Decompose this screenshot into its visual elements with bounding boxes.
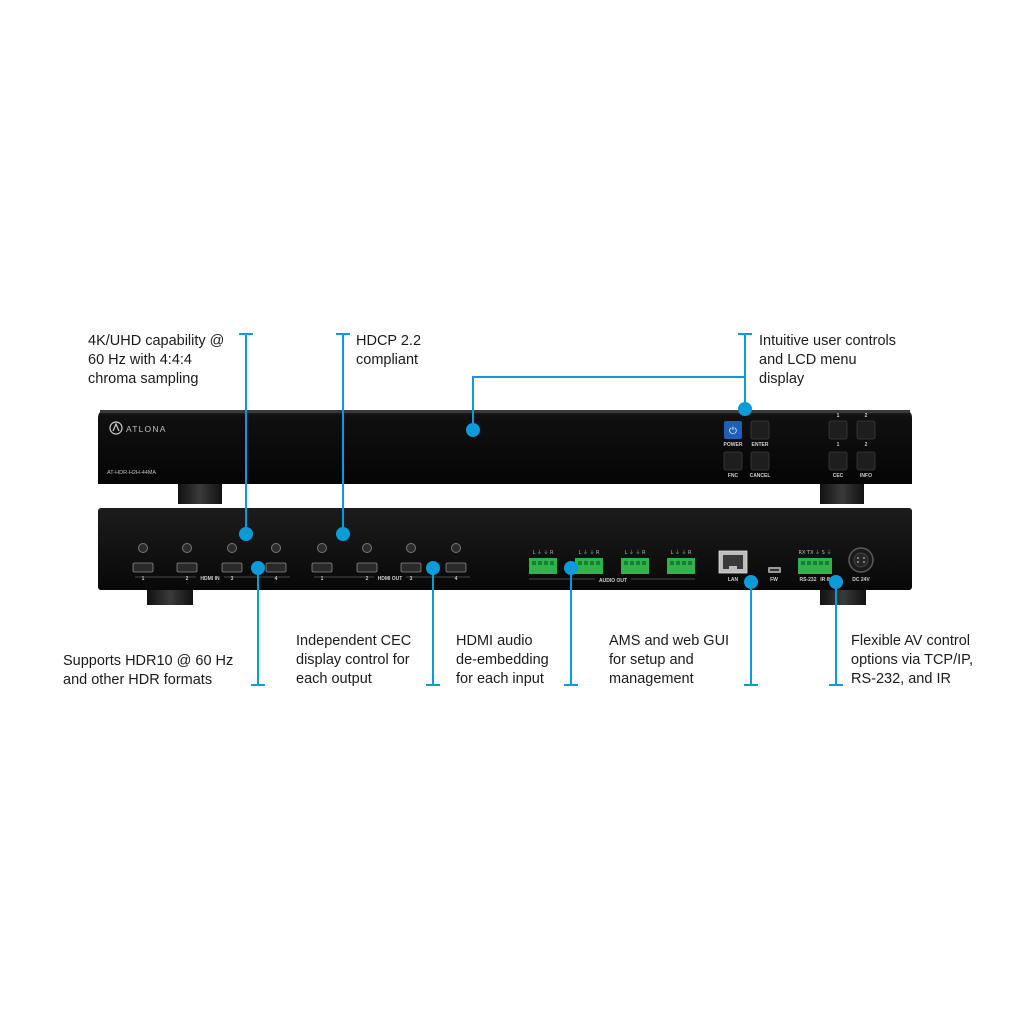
svg-text:L ⏚ ⏚ R: L ⏚ ⏚ R xyxy=(670,549,692,556)
fnc-button[interactable] xyxy=(723,451,743,471)
hdmi-in-num-2: 2 xyxy=(186,576,189,582)
svg-text:L ⏚ ⏚ R: L ⏚ ⏚ R xyxy=(624,549,646,556)
hdmi-out-3[interactable] xyxy=(400,543,422,573)
enter-button[interactable] xyxy=(750,420,770,440)
col-label-2: 2 xyxy=(865,413,868,419)
input-2-label: 2 xyxy=(865,442,868,448)
hdmi-in-label: HDMI IN xyxy=(200,576,220,582)
rear-unit: 1 2 3 4 HDMI IN xyxy=(98,508,912,605)
col-label-1: 1 xyxy=(837,413,840,419)
hdmi-out-num-4: 4 xyxy=(455,576,458,582)
front-unit: ATLONA AT-HDR-H2H-44MA ⏻ POWER ENTER FNC… xyxy=(98,410,912,504)
fnc-label: FNC xyxy=(728,473,739,479)
marker-hdcp xyxy=(336,527,350,541)
audio-out-3[interactable]: L ⏚ ⏚ R xyxy=(621,549,649,574)
hdmi-out-label: HDMI OUT xyxy=(378,576,403,582)
audio-out-4[interactable]: L ⏚ ⏚ R xyxy=(667,549,695,574)
cec-label: CEC xyxy=(833,473,844,479)
hdmi-in-3[interactable] xyxy=(221,543,243,573)
info-button[interactable] xyxy=(856,451,876,471)
enter-label: ENTER xyxy=(752,442,769,448)
hdmi-out-num-2: 2 xyxy=(366,576,369,582)
fw-port[interactable] xyxy=(768,567,781,573)
marker-cec xyxy=(426,561,440,575)
callout-4k-uhd: 4K/UHD capability @ 60 Hz with 4:4:4 chr… xyxy=(88,333,225,387)
hdmi-in-group: 1 2 3 4 HDMI IN xyxy=(132,543,290,582)
callout-user-controls: Intuitive user controls and LCD menu dis… xyxy=(759,333,897,387)
hdmi-in-num-1: 1 xyxy=(142,576,145,582)
hdmi-out-group: 1 2 3 4 HDMI OUT xyxy=(311,543,470,582)
power-button[interactable] xyxy=(724,421,742,439)
marker-ams xyxy=(744,575,758,589)
ir-in-label: IR IN xyxy=(820,577,832,583)
hdmi-in-num-3: 3 xyxy=(231,576,234,582)
front-controls: ⏻ POWER ENTER FNC CANCEL 1 2 1 2 CEC INF… xyxy=(723,413,876,479)
input-2-button[interactable] xyxy=(856,420,876,440)
hdmi-in-1[interactable] xyxy=(132,543,154,573)
info-label: INFO xyxy=(860,473,872,479)
cec-button[interactable] xyxy=(828,451,848,471)
front-foot-left xyxy=(178,482,222,504)
callout-leaders xyxy=(239,333,843,686)
audio-out-1[interactable]: L ⏚ ⏚ R xyxy=(529,549,557,574)
power-icon: ⏻ xyxy=(729,426,737,437)
input-1-button[interactable] xyxy=(828,420,848,440)
front-foot-right xyxy=(820,482,864,504)
callout-audio-de-embedding: HDMI audio de-embedding for each input xyxy=(456,633,549,687)
marker-lcd xyxy=(466,423,480,437)
hdmi-out-1[interactable] xyxy=(311,543,333,573)
lan-label: LAN xyxy=(728,577,739,583)
hdmi-out-num-1: 1 xyxy=(321,576,324,582)
fw-label: FW xyxy=(770,577,778,583)
callout-cec: Independent CEC display control for each… xyxy=(296,633,412,687)
hdmi-in-num-4: 4 xyxy=(275,576,278,582)
dc-label: DC 24V xyxy=(852,577,870,583)
marker-control-options xyxy=(829,575,843,589)
rs232-ir-terminal[interactable]: RX TX ⏚ S ⏚ xyxy=(798,549,832,574)
audio-out-2[interactable]: L ⏚ ⏚ R xyxy=(575,549,603,574)
callout-hdr: Supports HDR10 @ 60 Hz and other HDR for… xyxy=(63,653,234,688)
front-top-edge xyxy=(100,410,910,413)
hdmi-in-2[interactable] xyxy=(176,543,198,573)
rs232-label: RS-232 xyxy=(800,577,817,583)
callout-control-options: Flexible AV control options via TCP/IP, … xyxy=(851,633,973,687)
audio-out-label: AUDIO OUT xyxy=(599,578,627,584)
rear-chassis xyxy=(98,508,912,590)
hdmi-out-num-3: 3 xyxy=(410,576,413,582)
cancel-button[interactable] xyxy=(750,451,770,471)
model-text: AT-HDR-H2H-44MA xyxy=(107,470,156,476)
hdmi-out-4[interactable] xyxy=(445,543,467,573)
dc-power-port[interactable] xyxy=(848,547,874,573)
marker-audio xyxy=(564,561,578,575)
atlona-logo: ATLONA xyxy=(109,421,167,435)
cancel-label: CANCEL xyxy=(750,473,771,479)
front-chassis xyxy=(98,410,912,484)
callout-hdcp: HDCP 2.2 compliant xyxy=(356,333,422,368)
marker-controls xyxy=(738,402,752,416)
marker-hdr xyxy=(251,561,265,575)
svg-text:L ⏚ ⏚ R: L ⏚ ⏚ R xyxy=(532,549,554,556)
marker-4k-uhd xyxy=(239,527,253,541)
power-label: POWER xyxy=(724,442,743,448)
callout-ams-web-gui: AMS and web GUI for setup and management xyxy=(609,633,730,687)
audio-out-group: L ⏚ ⏚ R L ⏚ ⏚ R L ⏚ ⏚ R L ⏚ ⏚ R AUDIO OU… xyxy=(529,549,695,584)
hdmi-out-2[interactable] xyxy=(356,543,378,573)
svg-text:L ⏚ ⏚ R: L ⏚ ⏚ R xyxy=(578,549,600,556)
brand-text: ATLONA xyxy=(126,424,167,434)
callout-markers xyxy=(239,402,843,589)
hdmi-in-4[interactable] xyxy=(265,543,287,573)
input-1-label: 1 xyxy=(837,442,840,448)
lan-port[interactable] xyxy=(718,550,748,574)
svg-text:RX TX ⏚ S ⏚: RX TX ⏚ S ⏚ xyxy=(799,549,832,556)
